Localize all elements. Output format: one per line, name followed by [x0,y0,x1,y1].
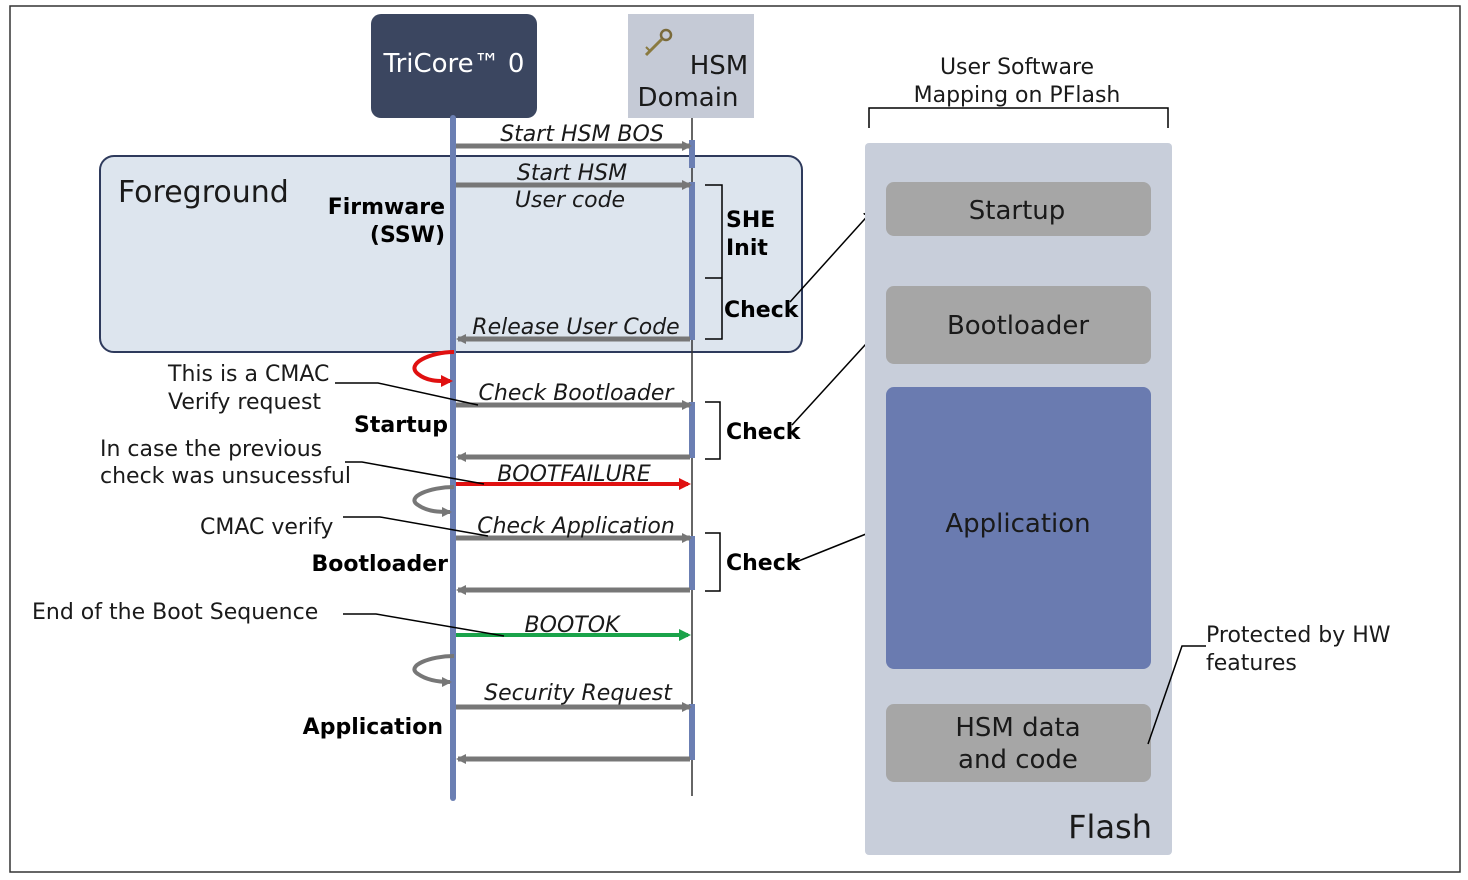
hsm-label-line1: HSM [690,51,749,81]
bracket-check-application [705,532,721,592]
she-init-line1: SHE [726,208,775,233]
mapping-title-line2: Mapping on PFlash [914,83,1121,108]
annotation-previous-check-line1: In case the previous [100,437,322,462]
phase-bootloader: Bootloader [311,552,448,577]
flash-block-bootloader [886,286,1151,364]
hsm-activation [689,182,695,340]
tricore-label: TriCore™ 0 [383,49,525,79]
annotation-previous-check-line2: check was unsucessful [100,464,351,489]
phase-application: Application [303,715,443,740]
msg-bootok: BOOTOK [525,613,621,638]
pointer-to-bootloader [791,331,878,426]
phase-firmware-line2: (SSW) [370,223,445,248]
flash-block-hsm [886,704,1151,782]
gray-loop-arrow [412,654,455,687]
flash-label: Flash [1068,808,1152,846]
annotation-cmac-verify: CMAC verify [200,515,333,540]
hsm-activation [689,402,695,458]
bracket-check-bootloader [705,401,721,460]
mapping-bracket [868,107,1169,128]
msg-check-application: Check Application [477,514,675,539]
msg-release-user-code: Release User Code [472,315,679,340]
leader-protected [1147,645,1206,745]
flash-block-bootloader-label: Bootloader [947,311,1089,341]
msg-start-hsm-user-line2: User code [515,188,625,213]
hsm-domain-box [628,14,754,118]
leader-cmac-request [335,382,479,406]
mapping-title-line1: User Software [940,55,1094,80]
flash-block-startup-label: Startup [969,196,1066,226]
flash-block-application [886,387,1151,669]
foreground-label: Foreground [118,175,289,210]
flash-block-hsm-label-line1: HSM data [955,713,1080,743]
red-loop-arrow [412,350,455,388]
pointer-to-application [795,528,878,563]
leader-cmac-verify [343,516,489,537]
msg-start-hsm-bos: Start HSM BOS [500,122,664,147]
annotation-end-boot: End of the Boot Sequence [32,600,318,625]
tricore-box [371,14,537,118]
check-label-bootloader: Check [726,420,802,445]
leader-end-boot [343,613,505,637]
msg-bootfailure: BOOTFAILURE [497,462,651,487]
gray-loop-arrow [412,485,455,517]
annotation-cmac-request-line2: Verify request [168,390,321,415]
annotation-protected-line1: Protected by HW [1206,623,1391,648]
hsm-label-line2: Domain [638,83,739,113]
check-label-she: Check [724,298,800,323]
annotation-protected-line2: features [1206,651,1297,676]
pointer-to-startup [789,209,874,303]
check-label-application: Check [726,551,802,576]
msg-start-hsm-user-line1: Start HSM [517,161,627,186]
flash-block-startup [886,182,1151,236]
phase-startup: Startup [354,413,448,438]
msg-security-request: Security Request [484,681,673,706]
hsm-activation [689,536,695,590]
hsm-activation [689,140,695,168]
leader-previous-check [345,461,485,485]
annotation-cmac-request-line1: This is a CMAC [167,362,329,387]
outer-frame [9,5,1461,873]
hsm-activation [689,704,695,760]
flash-block-application-label: Application [945,509,1090,539]
flash-block-hsm-label-line2: and code [958,745,1078,775]
bracket-she-init [705,184,723,340]
msg-check-bootloader: Check Bootloader [479,381,676,406]
she-init-line2: Init [726,236,768,261]
key-icon [644,28,673,57]
phase-firmware-line1: Firmware [328,195,445,220]
